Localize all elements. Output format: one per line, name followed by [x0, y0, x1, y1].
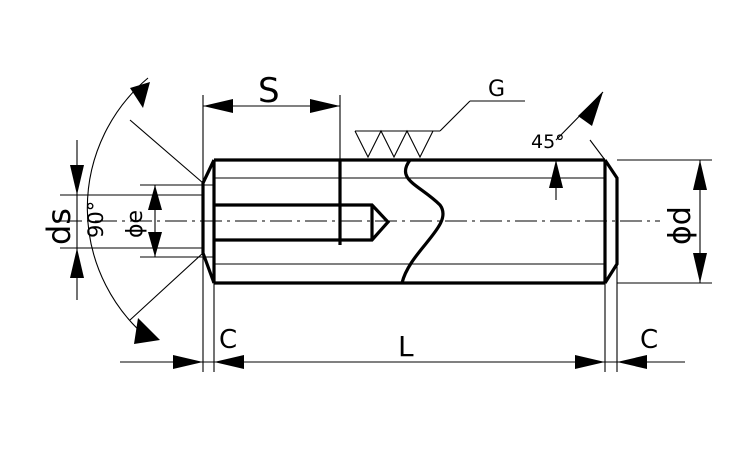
- dimension-chamfer-angle: [549, 91, 606, 200]
- dimension-phi-e: [140, 184, 214, 258]
- label-g: G: [488, 77, 505, 102]
- break-line: [400, 159, 445, 284]
- thread-symbol: [354, 100, 525, 159]
- label-angle-point: 90°: [84, 201, 108, 238]
- dimension-ds: [60, 140, 203, 300]
- label-c-left: C: [219, 325, 237, 355]
- label-phi-d: ϕd: [663, 206, 698, 245]
- dimension-point-angle: [86, 77, 204, 344]
- label-l: L: [398, 330, 414, 363]
- label-c-right: C: [640, 325, 658, 355]
- dimension-phi-d: [617, 159, 712, 284]
- dimension-bottom: [120, 253, 685, 372]
- dimension-s: [202, 95, 341, 183]
- hex-socket: [214, 160, 391, 245]
- label-angle-chamfer: 45°: [531, 131, 565, 153]
- right-chamfer: [603, 159, 619, 284]
- label-ds: ds: [40, 208, 78, 245]
- body-outline-left: [201, 159, 216, 284]
- label-s: S: [258, 71, 280, 111]
- label-phi-e: ϕe: [123, 210, 148, 238]
